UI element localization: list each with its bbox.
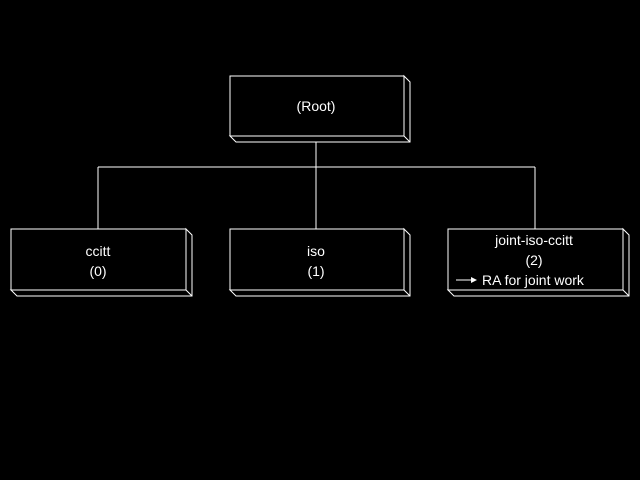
ccitt-number: (0): [89, 263, 106, 279]
tree-connectors: [97, 136, 536, 229]
root-label: (Root): [297, 98, 336, 114]
ccitt-name: ccitt: [86, 243, 111, 259]
joint-name: joint-iso-ccitt: [494, 232, 573, 248]
iso-number: (1): [307, 263, 324, 279]
joint-note: RA for joint work: [456, 272, 585, 288]
ccitt-node-face: [10, 228, 187, 291]
joint-node-edge: [622, 289, 630, 297]
ccitt-node-edge: [185, 289, 193, 297]
root-node-edge: [403, 135, 411, 143]
joint-iso-ccitt-node: joint-iso-ccitt (2) RA for joint work: [446, 227, 630, 297]
arrowhead-icon: [471, 277, 477, 283]
root-node-face: [229, 75, 405, 137]
root-node: (Root): [228, 74, 411, 143]
iso-node: iso (1): [228, 227, 411, 297]
iso-name: iso: [307, 243, 325, 259]
joint-node-face: [447, 228, 624, 291]
joint-number: (2): [525, 252, 542, 268]
joint-note-text: RA for joint work: [482, 272, 585, 288]
iso-node-edge: [403, 289, 411, 297]
iso-node-face: [229, 228, 405, 291]
ccitt-node: ccitt (0): [9, 227, 193, 297]
